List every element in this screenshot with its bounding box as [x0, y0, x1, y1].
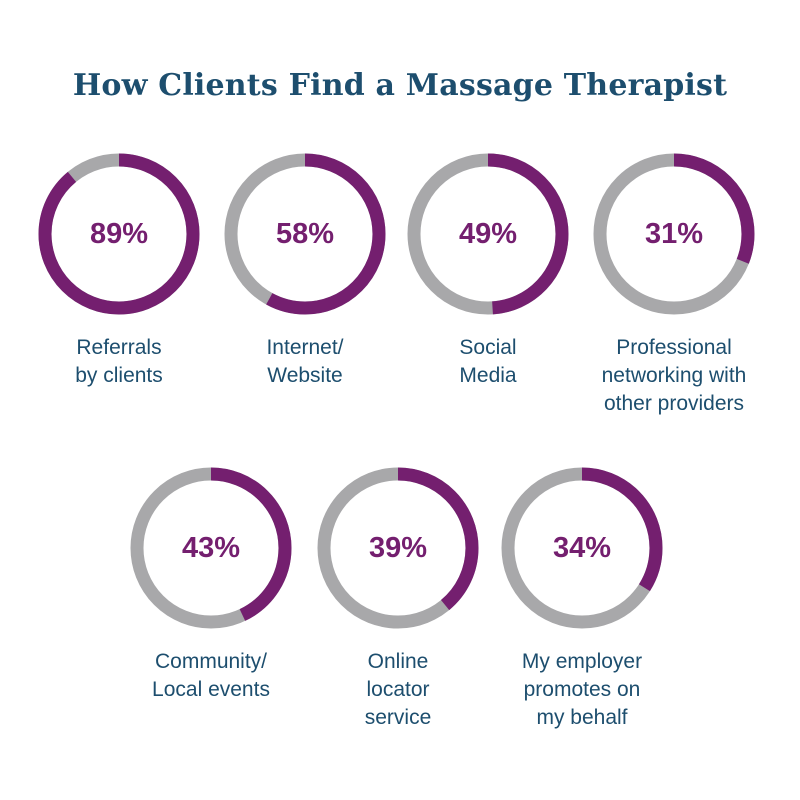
percentage-label: 58%: [276, 218, 334, 250]
donut-chart-internet: 58%: [224, 153, 386, 315]
donut-chart-online-locator: 39%: [317, 467, 479, 629]
donut-arc: [593, 153, 755, 315]
percentage-label: 43%: [182, 532, 240, 564]
category-label: My employer promotes on my behalf: [521, 650, 643, 729]
donut-chart-professional-networking: 31%: [593, 153, 755, 315]
donut-chart-social-media: 49%: [407, 153, 569, 315]
donut-item-online-locator: 39% Online locator service: [308, 466, 488, 732]
category-label: Social Media: [459, 336, 517, 387]
category-label: Professional networking with other provi…: [601, 336, 747, 415]
donut-arc: [501, 467, 663, 629]
donut-arc: [317, 467, 479, 629]
donut-chart-community: 43%: [130, 467, 292, 629]
category-label: Community/ Local events: [152, 650, 270, 701]
chart-title: How Clients Find a Massage Therapist: [72, 68, 728, 103]
percentage-label: 31%: [645, 218, 703, 250]
percentage-label: 34%: [553, 532, 611, 564]
percentage-label: 49%: [459, 218, 517, 250]
donut-item-internet: 58% Internet/ Website: [215, 152, 395, 390]
donut-arc: [407, 153, 569, 315]
category-label: Online locator service: [364, 650, 432, 729]
donut-item-referrals: 89% Referrals by clients: [29, 152, 209, 390]
category-label: Referrals by clients: [75, 336, 163, 387]
donut-arc: [38, 153, 200, 315]
donut-chart-referrals: 89%: [38, 153, 200, 315]
donut-item-community: 43% Community/ Local events: [121, 466, 301, 704]
donut-item-professional-networking: 31% Professional networking with other p…: [584, 152, 764, 418]
percentage-label: 89%: [90, 218, 148, 250]
donut-arc: [224, 153, 386, 315]
donut-item-employer: 34% My employer promotes on my behalf: [492, 466, 672, 732]
donut-item-social-media: 49% Social Media: [398, 152, 578, 390]
donut-arc: [130, 467, 292, 629]
category-label: Internet/ Website: [266, 336, 344, 387]
percentage-label: 39%: [369, 532, 427, 564]
donut-chart-employer: 34%: [501, 467, 663, 629]
